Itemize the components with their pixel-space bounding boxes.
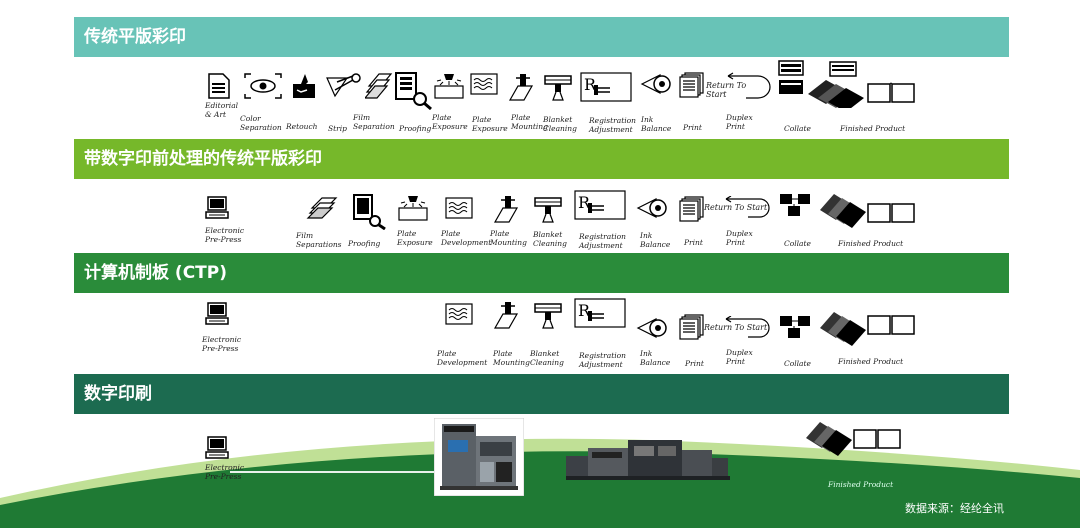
plate-exposure-lamp-icon xyxy=(434,74,464,99)
registration-icon: R xyxy=(574,190,626,220)
ink-balance-icon xyxy=(636,318,667,338)
proofing-magnifier-icon xyxy=(395,72,432,110)
step-ink-balance-2: Ink Balance xyxy=(636,196,706,266)
step-ink-balance-3: Ink Balance xyxy=(636,316,706,386)
blanket-cleaning-icon xyxy=(534,303,562,329)
step-collate: Collate xyxy=(778,60,864,133)
step-ink-balance: Ink Balance xyxy=(640,72,710,142)
step-plate-mounting: Plate Mounting xyxy=(508,72,578,142)
arrow-to-press xyxy=(230,471,435,473)
inline-press-photo xyxy=(566,440,730,480)
computer-icon xyxy=(205,196,229,219)
print-stack-icon xyxy=(679,196,704,222)
svg-text:R: R xyxy=(578,301,591,320)
row-title-traditional: 传统平版彩印 xyxy=(74,17,1009,57)
print-stack-icon xyxy=(679,314,704,340)
plate-wave-icon xyxy=(445,303,473,325)
source-note: 数据来源：经纶全讯 xyxy=(905,502,1004,515)
step-collate-2: Collate xyxy=(778,192,848,262)
step-editorial-art: Editorial & Art xyxy=(205,72,275,142)
film-sheets-icon xyxy=(365,73,393,99)
registration-icon: R xyxy=(580,72,632,102)
step-blanket-cleaning-2: Blanket Cleaning xyxy=(533,194,603,264)
open-book-icon xyxy=(806,422,901,456)
proofing-magnifier-icon xyxy=(353,194,386,230)
step-plate-exposure-1: Plate Exposure xyxy=(432,72,503,142)
collate-stacks-icon xyxy=(780,316,810,338)
step-electronic-prepress: Electronic Pre-Press xyxy=(205,196,275,266)
step-plate-development: Plate Development xyxy=(441,196,515,266)
step-print: Print xyxy=(679,72,749,142)
registration-icon: R xyxy=(574,298,626,328)
step-proofing-2: Proofing xyxy=(348,194,423,264)
step-blanket-cleaning: Blanket Cleaning xyxy=(543,72,613,142)
open-book-icon xyxy=(867,82,915,103)
step-registration-2: R Registration Adjustment xyxy=(574,190,644,260)
step-plate-development-3: Plate Development xyxy=(437,302,515,372)
step-retouch: Retouch xyxy=(286,72,361,142)
step-duplex-print-2: Return To Start Duplex Print xyxy=(704,196,774,266)
step-strip: Strip xyxy=(325,72,395,142)
step-print-3: Print xyxy=(679,314,749,384)
digital-press-photo xyxy=(434,418,524,496)
step-film-separations: Film Separations xyxy=(296,196,376,266)
step-proofing: Proofing xyxy=(395,72,465,142)
collate-stacks-icon xyxy=(780,194,810,216)
plate-mounting-icon xyxy=(508,74,534,101)
blanket-cleaning-icon xyxy=(544,75,572,101)
computer-icon xyxy=(205,436,229,459)
svg-text:R: R xyxy=(584,75,597,94)
plate-exposure-lamp-icon xyxy=(398,196,428,221)
step-blanket-cleaning-3: Blanket Cleaning xyxy=(530,300,603,370)
blanket-cleaning-icon xyxy=(534,197,562,223)
step-duplex-print-3: Return To Start Duplex Print xyxy=(704,316,774,386)
step-print-2: Print xyxy=(679,196,749,266)
open-book-icon xyxy=(820,312,915,346)
print-stack-icon xyxy=(679,72,704,98)
collate-stacks-icon xyxy=(778,60,864,108)
ink-balance-icon xyxy=(640,74,671,94)
step-duplex-print: Return To Start Duplex Print xyxy=(706,72,776,142)
retouch-brush-icon xyxy=(293,74,315,98)
step-film-separation: Film Separation xyxy=(353,72,435,142)
film-sheets-icon xyxy=(306,197,338,219)
open-book-icon xyxy=(820,194,915,228)
plate-wave-icon xyxy=(445,197,473,219)
svg-text:R: R xyxy=(578,193,591,212)
scissors-strip-icon xyxy=(326,73,361,98)
step-finished-product-3: Finished Product xyxy=(818,306,915,376)
step-plate-mounting-2: Plate Mounting xyxy=(490,194,563,264)
document-icon xyxy=(208,73,230,99)
step-plate-exposure-3: Plate Exposure xyxy=(397,194,467,264)
row-title-digital-printing: 数字印刷 xyxy=(74,374,1009,414)
step-plate-mounting-3: Plate Mounting xyxy=(493,300,563,370)
ink-balance-icon xyxy=(636,198,667,218)
step-collate-3: Collate xyxy=(778,314,848,384)
step-registration: R Registration Adjustment xyxy=(580,72,650,142)
computer-icon xyxy=(205,302,229,325)
return-arrow-icon xyxy=(725,316,770,338)
step-color-separation: Color Separation xyxy=(240,72,313,142)
return-arrow-icon xyxy=(727,72,771,99)
step-electronic-prepress-4: Electronic Pre-Press xyxy=(205,436,275,506)
plate-wave-icon xyxy=(470,73,498,95)
plate-mounting-icon xyxy=(493,302,519,329)
row-title-digital-prepress: 带数字印前处理的传统平版彩印 xyxy=(74,139,1009,179)
step-finished-product: Finished Product xyxy=(840,80,936,150)
step-finished-product-2: Finished Product xyxy=(818,188,915,258)
step-plate-exposure-2: Plate Exposure xyxy=(470,72,540,142)
eye-scan-icon xyxy=(244,73,282,99)
step-electronic-prepress-3: Electronic Pre-Press xyxy=(202,302,275,372)
step-finished-product-4: Finished Product xyxy=(804,416,901,489)
row-title-ctp: 计算机制板 (CTP) xyxy=(74,253,1009,293)
plate-mounting-icon xyxy=(493,196,519,223)
step-registration-3: R Registration Adjustment xyxy=(574,298,644,368)
return-arrow-icon xyxy=(725,196,770,218)
